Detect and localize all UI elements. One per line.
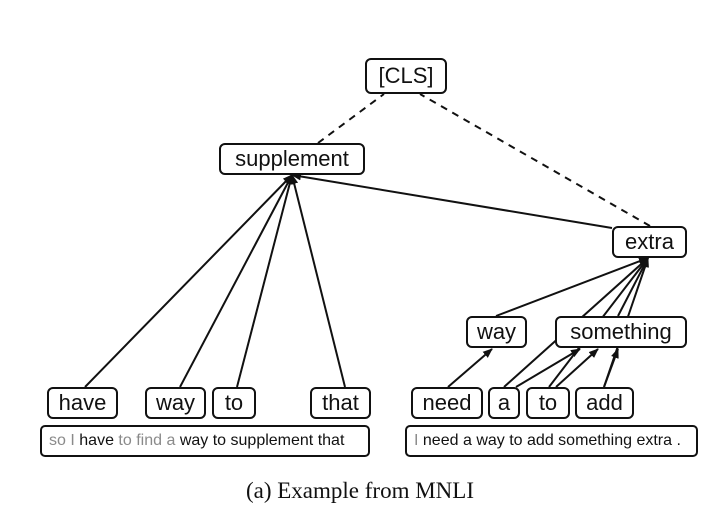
- sentence-left: so I have to find a way to supplement th…: [40, 425, 370, 457]
- node-something: something: [555, 316, 687, 348]
- sentence-right-token: way: [476, 432, 505, 449]
- sentence-right-token: add: [527, 432, 554, 449]
- edge-to-right-to-something: [555, 348, 599, 388]
- node-have: have: [47, 387, 118, 419]
- edge-need-to-way-right: [447, 348, 493, 388]
- node-supplement: supplement: [219, 143, 365, 175]
- sentence-left-token: that: [317, 432, 345, 449]
- node-extra: extra: [612, 226, 687, 258]
- edge-a-to-something: [515, 348, 581, 388]
- edge-to-left-to-supplement: [236, 174, 294, 388]
- edge-supplement-to-cls: [317, 93, 385, 144]
- node-a: a: [488, 387, 520, 419]
- node-add: add: [575, 387, 634, 419]
- sentence-left-token: supplement: [230, 432, 314, 449]
- node-to-right: to: [526, 387, 570, 419]
- node-way-left: way: [145, 387, 206, 419]
- sentence-left-token: have: [79, 432, 114, 449]
- sentence-left-token: so: [49, 432, 66, 449]
- edge-way-left-to-supplement: [179, 174, 293, 388]
- edge-have-to-supplement: [84, 174, 293, 388]
- edge-that-to-supplement: [290, 174, 346, 388]
- node-cls: [CLS]: [365, 58, 447, 94]
- node-to-left: to: [212, 387, 256, 419]
- sentence-left-token: I: [70, 432, 75, 449]
- sentence-right-token: a: [462, 432, 472, 449]
- figure-caption: (a) Example from MNLI: [245, 478, 474, 503]
- sentence-right-token: something: [558, 432, 632, 449]
- sentence-right-token: .: [676, 432, 681, 449]
- sentence-left-token: find: [136, 432, 163, 449]
- sentence-left-token: to: [118, 432, 132, 449]
- sentence-left-token: a: [166, 432, 176, 449]
- sentence-right-token: I: [414, 432, 419, 449]
- sentence-right-token: to: [509, 432, 523, 449]
- edge-extra-to-supplement: [291, 172, 613, 229]
- sentence-left-token: to: [212, 432, 227, 449]
- node-way-right: way: [466, 316, 527, 348]
- sentence-right-token: extra: [636, 432, 673, 449]
- edge-way-right-to-extra: [495, 257, 649, 317]
- edge-extra-to-cls: [419, 93, 651, 227]
- node-need: need: [411, 387, 483, 419]
- node-that: that: [310, 387, 371, 419]
- sentence-right: I need a way to add something extra .: [405, 425, 698, 457]
- sentence-right-token: need: [422, 432, 459, 449]
- sentence-left-token: way: [179, 432, 209, 449]
